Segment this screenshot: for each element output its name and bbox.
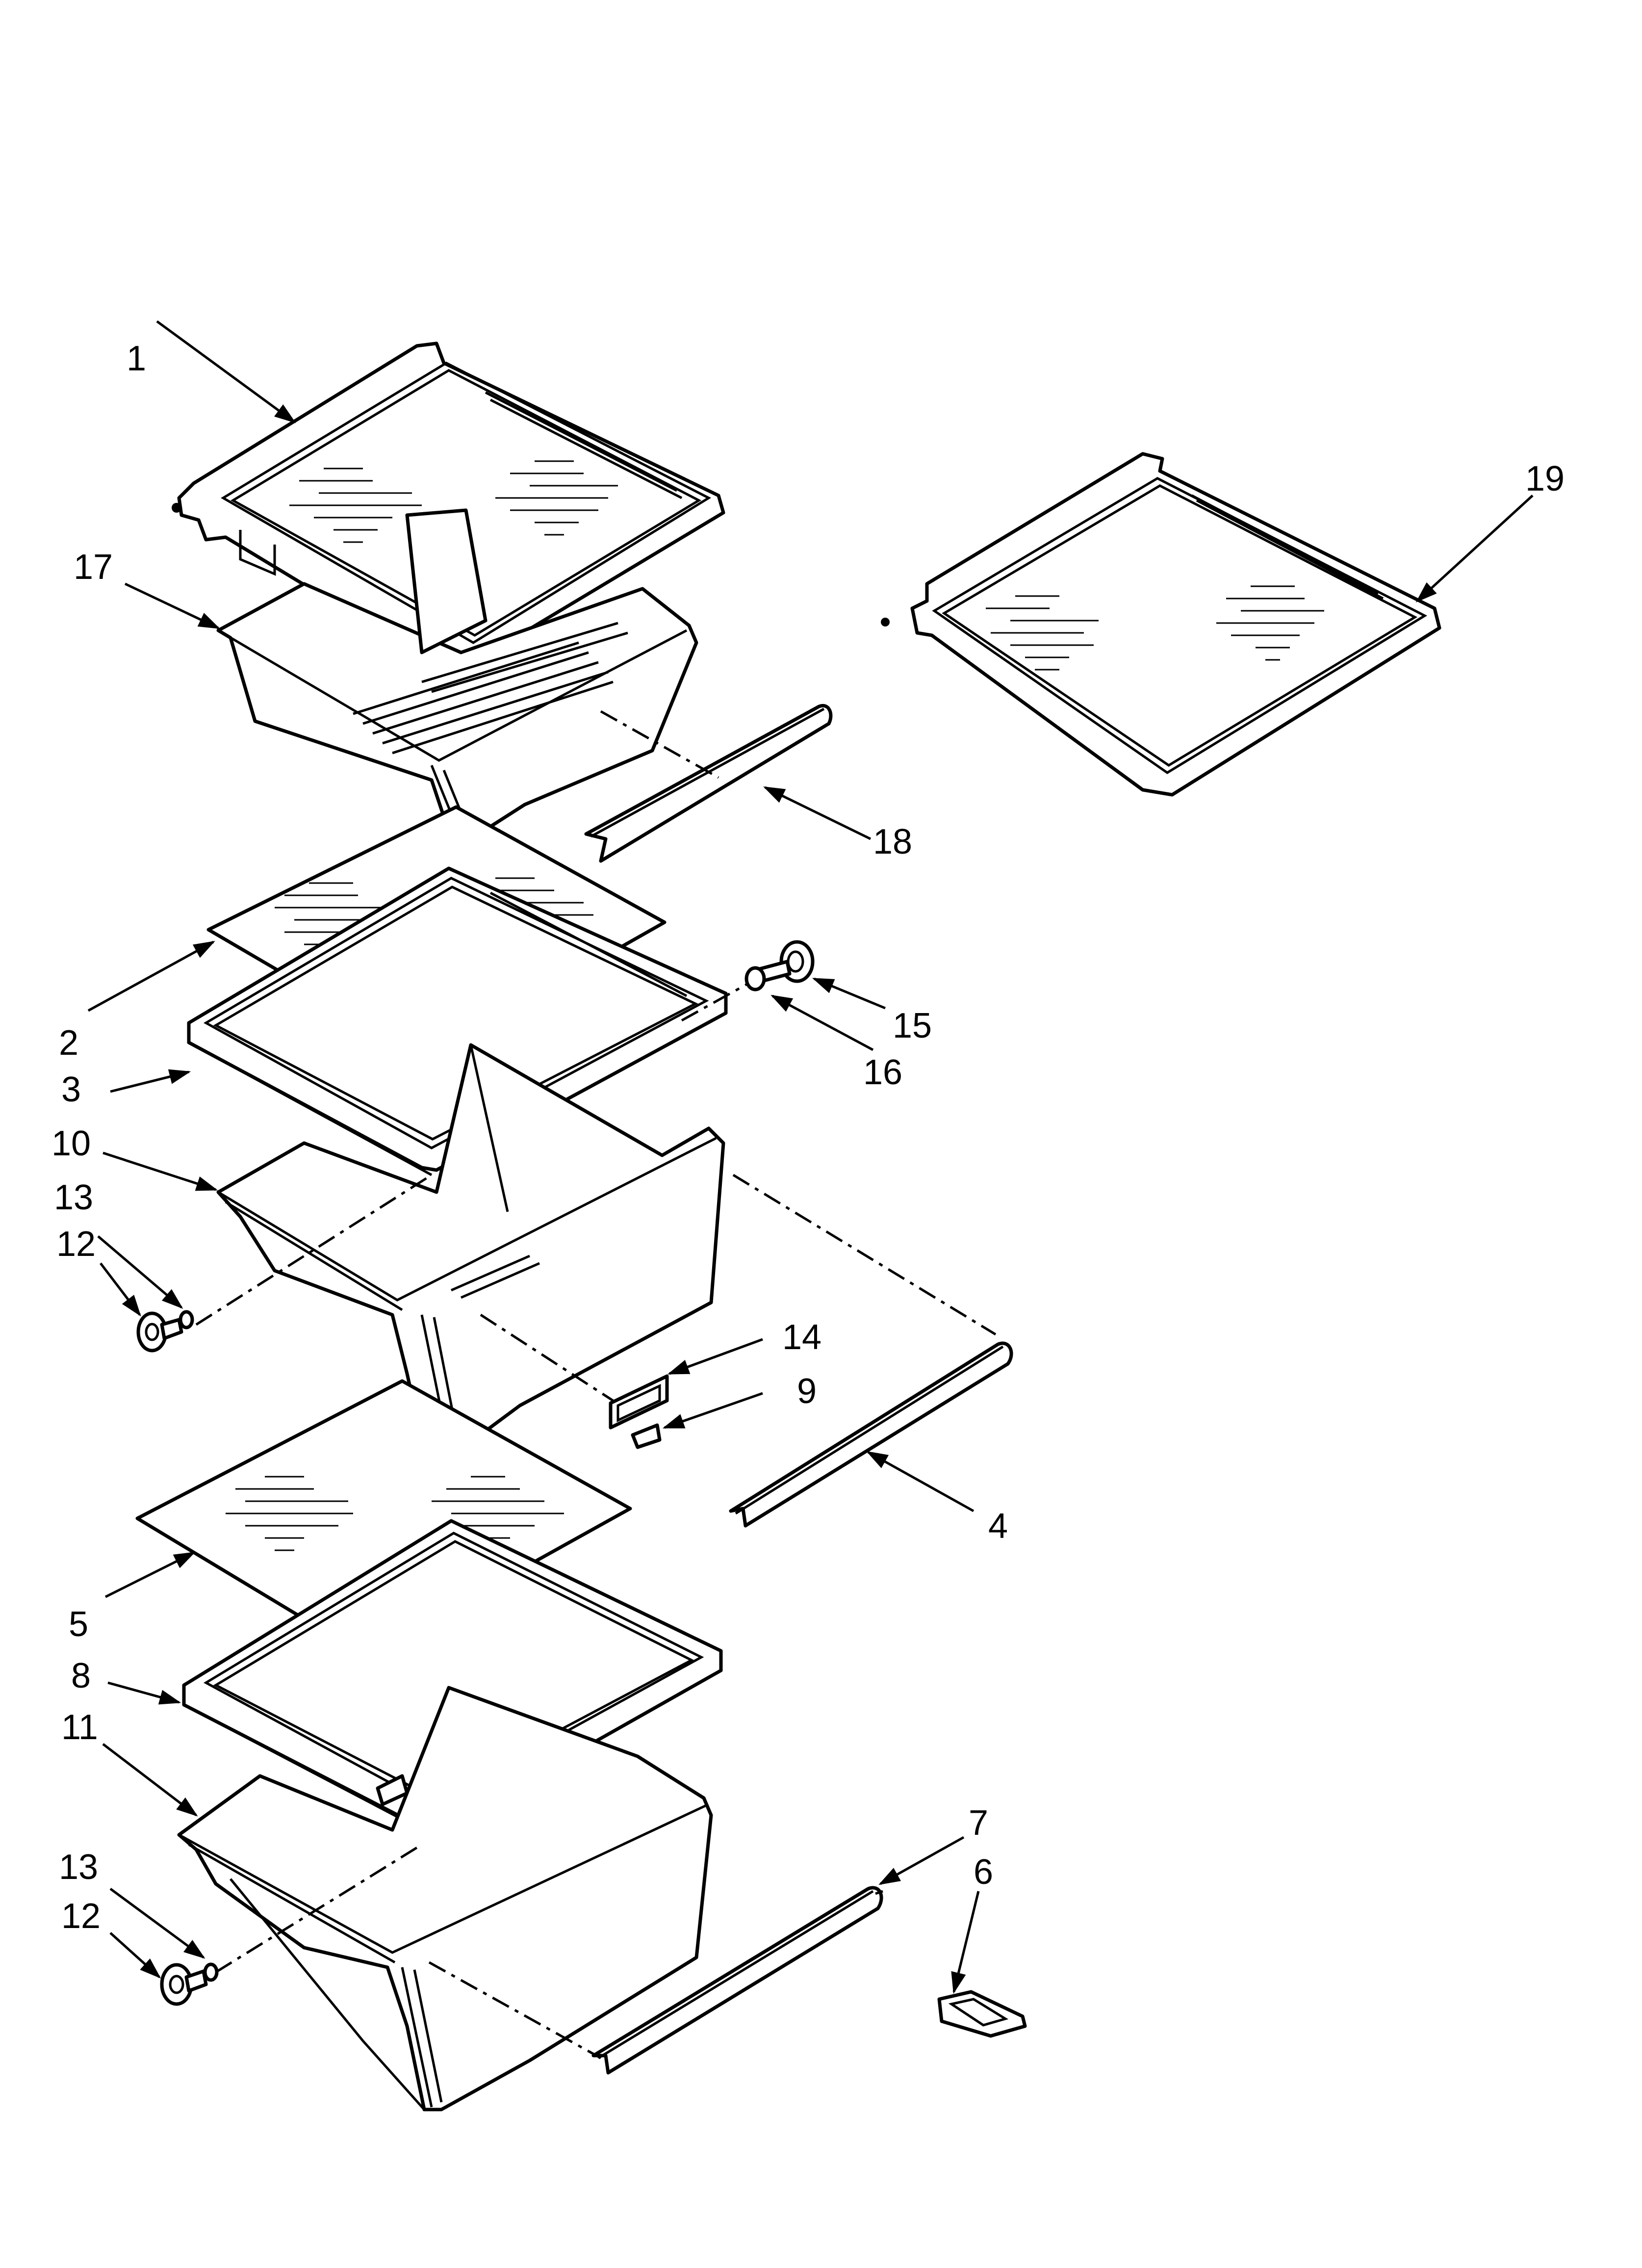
strip-4 xyxy=(729,1341,1013,1528)
glass-5 xyxy=(135,1379,632,1658)
callout-6: 6 xyxy=(974,1852,993,1892)
strip-7 xyxy=(591,1886,883,2075)
wheel-12-lower xyxy=(160,1962,219,2006)
callout-7: 7 xyxy=(969,1803,988,1843)
callout-15: 15 xyxy=(893,1006,932,1045)
bolt-16 xyxy=(744,960,792,991)
clip-14 xyxy=(609,1374,669,1430)
callout-19: 19 xyxy=(1525,459,1565,498)
callout-3: 3 xyxy=(61,1070,81,1109)
callout-13-upper: 13 xyxy=(54,1178,93,1217)
callout-1: 1 xyxy=(127,339,146,378)
frame-8 xyxy=(182,1519,723,1836)
shelf-1 xyxy=(172,341,725,669)
callout-2: 2 xyxy=(59,1023,78,1063)
shelf-19 xyxy=(881,452,1441,797)
callout-12-upper: 12 xyxy=(56,1225,96,1264)
drawer-17 xyxy=(216,508,698,846)
assembly-lines xyxy=(195,710,997,2059)
clip-6 xyxy=(937,1990,1027,2038)
drawer-11 xyxy=(177,1686,713,2112)
callout-12-lower: 12 xyxy=(61,1897,101,1936)
callout-10: 10 xyxy=(51,1124,91,1163)
callout-11: 11 xyxy=(61,1708,98,1747)
callout-17: 17 xyxy=(74,547,113,587)
callout-8: 8 xyxy=(71,1656,91,1695)
drawer-10 xyxy=(216,1043,725,1464)
callout-9: 9 xyxy=(797,1372,817,1411)
wheel-12-upper xyxy=(136,1310,194,1353)
leader-lines xyxy=(87,320,1534,1994)
callout-4: 4 xyxy=(988,1507,1008,1546)
clip-9 xyxy=(631,1423,662,1449)
callout-13-lower: 13 xyxy=(59,1848,98,1887)
callout-16: 16 xyxy=(863,1053,902,1092)
callout-14: 14 xyxy=(782,1318,821,1357)
callout-18: 18 xyxy=(873,822,912,861)
callout-5: 5 xyxy=(69,1605,88,1644)
frame-3 xyxy=(187,866,728,1176)
callout-labels: 1 17 19 18 15 16 2 3 10 13 12 14 9 4 5 8… xyxy=(51,339,1565,1936)
